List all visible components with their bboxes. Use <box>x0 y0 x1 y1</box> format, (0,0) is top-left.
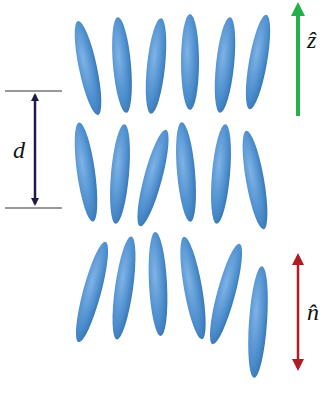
axis-label: ẑ <box>307 28 316 52</box>
layer-spacing <box>5 91 62 208</box>
director-arrow <box>297 256 300 368</box>
director-label: n̂ <box>307 300 319 324</box>
molecules <box>69 13 275 378</box>
spacing-label: d <box>13 138 25 162</box>
z-axis-arrow <box>296 6 300 116</box>
